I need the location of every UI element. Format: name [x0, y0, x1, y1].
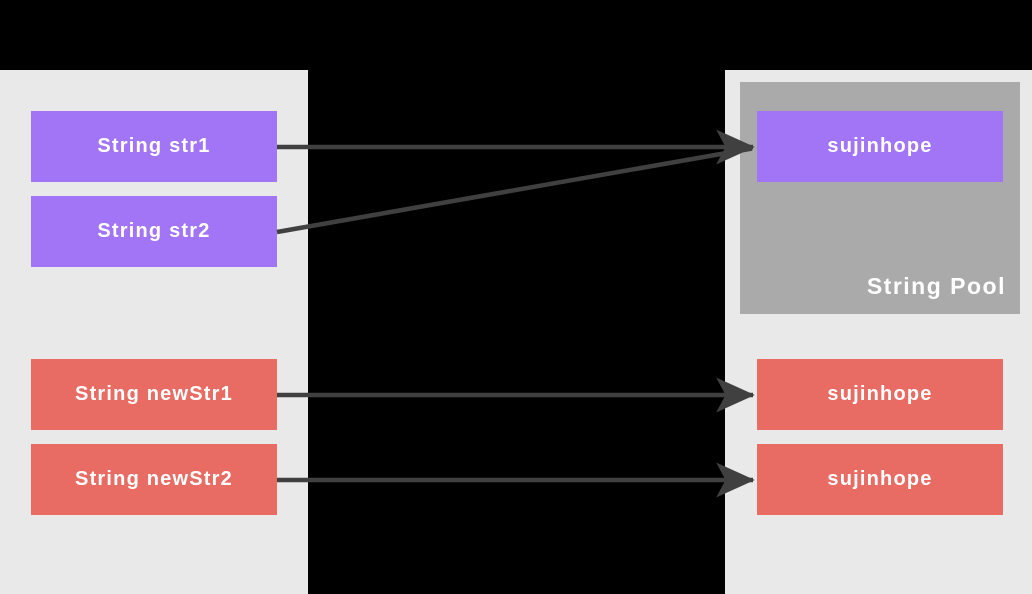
heap-object-sujinhope-1[interactable]: sujinhope [757, 359, 1003, 430]
heap-object-sujinhope-2[interactable]: sujinhope [757, 444, 1003, 515]
reference-box-str1[interactable]: String str1 [31, 111, 277, 182]
heap-object-2-label: sujinhope [827, 468, 933, 490]
reference-box-str2-label: String str2 [97, 220, 211, 242]
reference-box-newstr2[interactable]: String newStr2 [31, 444, 277, 515]
reference-box-str2[interactable]: String str2 [31, 196, 277, 267]
reference-box-str1-label: String str1 [97, 135, 211, 157]
string-pool-entry-label: sujinhope [827, 135, 933, 157]
arrow-str2-to-pool [276, 146, 753, 235]
heap-object-1-label: sujinhope [827, 383, 933, 405]
string-pool-label: String Pool [866, 273, 1006, 299]
string-pool-entry-sujinhope[interactable]: sujinhope [757, 111, 1003, 182]
reference-box-newstr1[interactable]: String newStr1 [31, 359, 277, 430]
reference-box-newstr2-label: String newStr2 [75, 468, 233, 490]
reference-box-newstr1-label: String newStr1 [75, 383, 233, 405]
